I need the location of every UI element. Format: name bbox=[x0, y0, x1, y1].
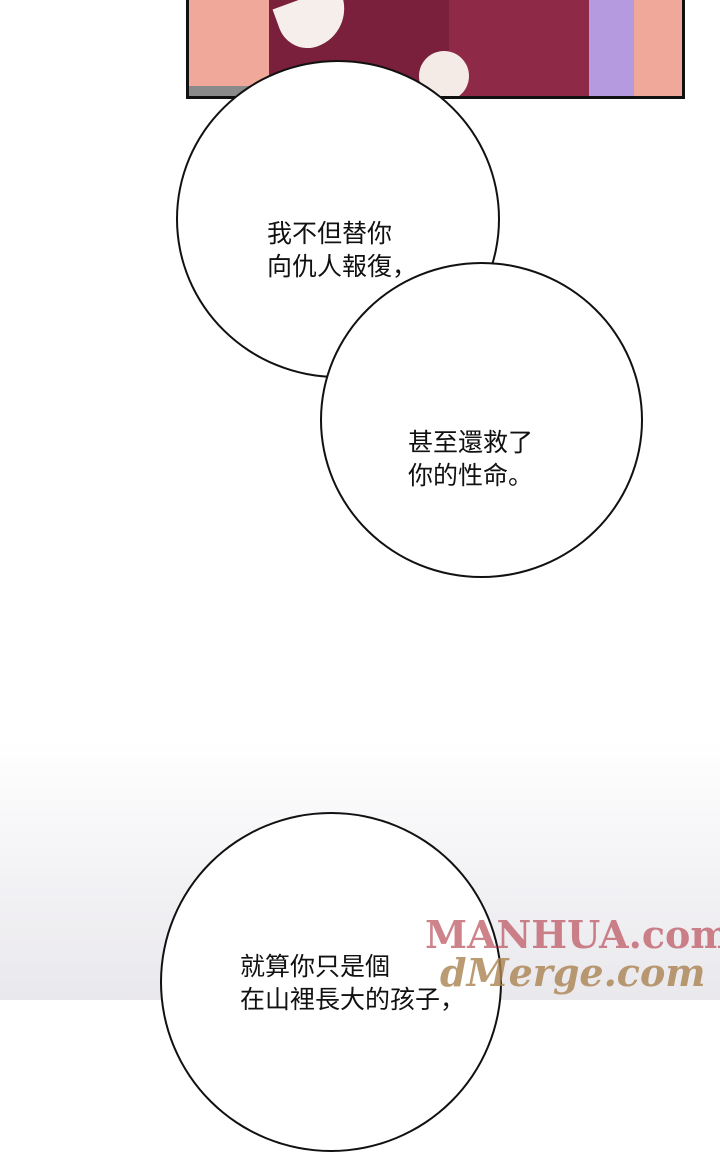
bubble-1-line-1: 我不但替你 bbox=[267, 219, 393, 248]
comic-panel-illustration bbox=[186, 0, 685, 99]
bubble-2-line-2: 你的性命。 bbox=[408, 461, 534, 490]
bubble-joint bbox=[372, 292, 492, 352]
lavender-cloth bbox=[589, 0, 634, 96]
bubble-2-line-1: 甚至還救了 bbox=[408, 428, 534, 457]
bubble-1-line-2: 向仇人報復， bbox=[267, 252, 418, 281]
bubble-1-text: 我不但替你向仇人報復， bbox=[267, 184, 417, 283]
bubble-3-line-1: 就算你只是個 bbox=[240, 952, 391, 981]
watermark-line-2: dMerge.com bbox=[440, 950, 706, 995]
bubble-2-text: 甚至還救了你的性命。 bbox=[408, 393, 533, 492]
watermark-line-1: MANHUA.com bbox=[425, 912, 720, 957]
speech-bubble-1 bbox=[176, 60, 500, 378]
